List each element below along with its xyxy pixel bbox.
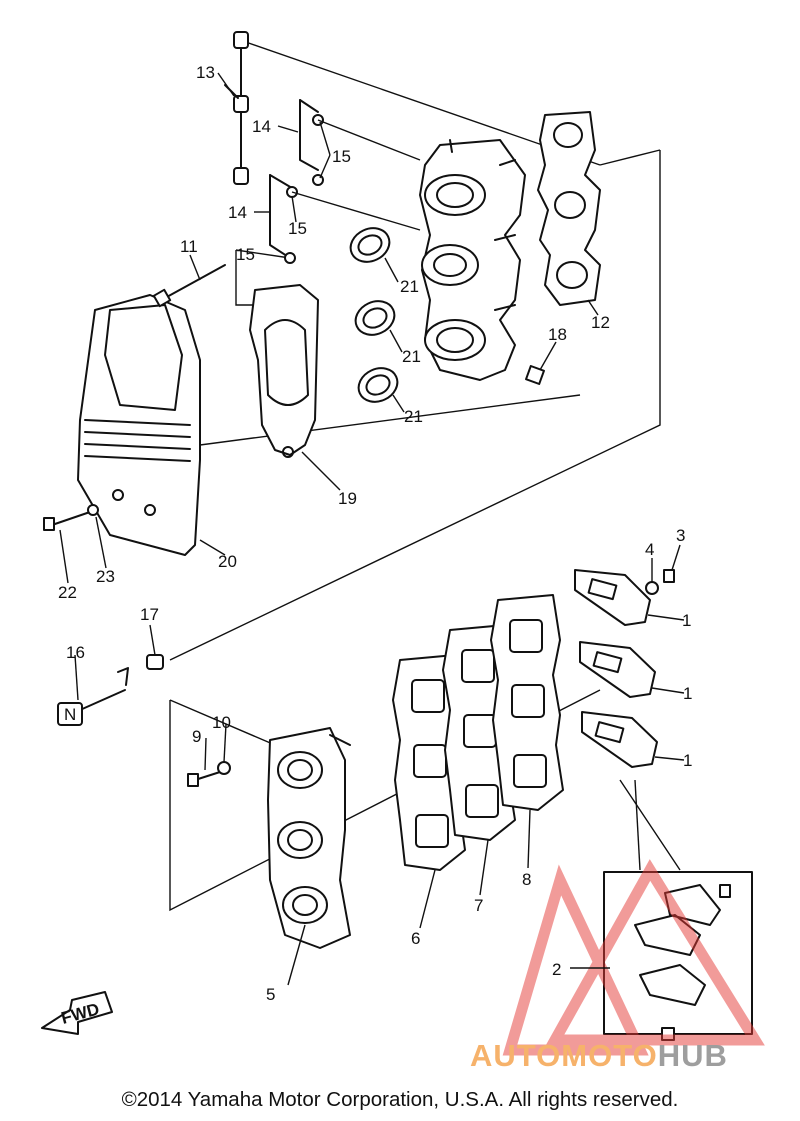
part-4-washer bbox=[645, 581, 659, 595]
label-part-15c: 15 bbox=[236, 245, 255, 264]
leader-lines bbox=[59, 72, 685, 986]
intake-manifold bbox=[419, 139, 526, 381]
part-1-reed-valve-middle bbox=[579, 641, 656, 698]
part-23-washer bbox=[87, 504, 99, 516]
copyright-notice: ©2014 Yamaha Motor Corporation, U.S.A. A… bbox=[121, 1088, 679, 1111]
label-part-1c: 1 bbox=[683, 751, 692, 770]
part-number-labels: 1 1 1 2 3 4 5 6 7 8 9 10 11 12 13 14 14 … bbox=[58, 63, 692, 1004]
label-part-16: 16 bbox=[66, 643, 85, 662]
part-12-gasket bbox=[537, 111, 601, 306]
brand-part-1: AUTOMOTO bbox=[470, 1038, 658, 1073]
n-marking: N bbox=[64, 705, 76, 724]
part-10-washer bbox=[217, 761, 231, 775]
label-part-1a: 1 bbox=[682, 611, 691, 630]
part-14-hoses bbox=[269, 99, 421, 264]
label-part-18: 18 bbox=[548, 325, 567, 344]
part-21-rings bbox=[349, 227, 399, 403]
label-part-5: 5 bbox=[266, 985, 275, 1004]
label-part-9: 9 bbox=[192, 727, 201, 746]
label-part-7: 7 bbox=[474, 896, 483, 915]
label-part-8: 8 bbox=[522, 870, 531, 889]
part-5-plate bbox=[267, 727, 351, 949]
label-part-1b: 1 bbox=[683, 684, 692, 703]
label-part-3: 3 bbox=[676, 526, 685, 545]
part-11-bolt bbox=[152, 264, 226, 308]
brand-part-2: HUB bbox=[657, 1038, 728, 1073]
part-13-rod bbox=[224, 31, 249, 185]
label-part-23: 23 bbox=[96, 567, 115, 586]
label-part-20: 20 bbox=[218, 552, 237, 571]
part-16-knob: N bbox=[57, 667, 129, 726]
label-part-22: 22 bbox=[58, 583, 77, 602]
label-part-19: 19 bbox=[338, 489, 357, 508]
fwd-label: FWD bbox=[59, 999, 101, 1027]
label-part-21a: 21 bbox=[400, 277, 419, 296]
label-part-15b: 15 bbox=[288, 219, 307, 238]
label-part-2: 2 bbox=[552, 960, 561, 979]
watermark-triangles bbox=[502, 859, 765, 1056]
part-8-gasket bbox=[490, 594, 564, 811]
label-part-21c: 21 bbox=[404, 407, 423, 426]
part-9-bolt bbox=[187, 771, 221, 787]
label-part-21b: 21 bbox=[402, 347, 421, 366]
label-part-6: 6 bbox=[411, 929, 420, 948]
label-part-17: 17 bbox=[140, 605, 159, 624]
label-part-12: 12 bbox=[591, 313, 610, 332]
part-1-reed-valve-upper bbox=[574, 569, 651, 626]
part-1-reed-valve-lower bbox=[581, 711, 658, 768]
part-19-bracket bbox=[249, 284, 319, 458]
part-18-clip bbox=[525, 365, 545, 385]
label-part-13: 13 bbox=[196, 63, 215, 82]
label-part-14b: 14 bbox=[228, 203, 247, 222]
label-part-4: 4 bbox=[645, 540, 654, 559]
part-20-cover bbox=[77, 294, 201, 556]
part-3-screw bbox=[663, 569, 675, 583]
label-part-11: 11 bbox=[180, 237, 198, 256]
watermark-brand: AUTOMOTOHUB bbox=[470, 1038, 728, 1074]
label-part-10: 10 bbox=[212, 713, 231, 732]
label-part-14a: 14 bbox=[252, 117, 271, 136]
part-17-grommet bbox=[146, 654, 164, 670]
fwd-arrow: FWD bbox=[41, 991, 113, 1035]
label-part-15a: 15 bbox=[332, 147, 351, 166]
part-22-bolt bbox=[43, 511, 91, 531]
